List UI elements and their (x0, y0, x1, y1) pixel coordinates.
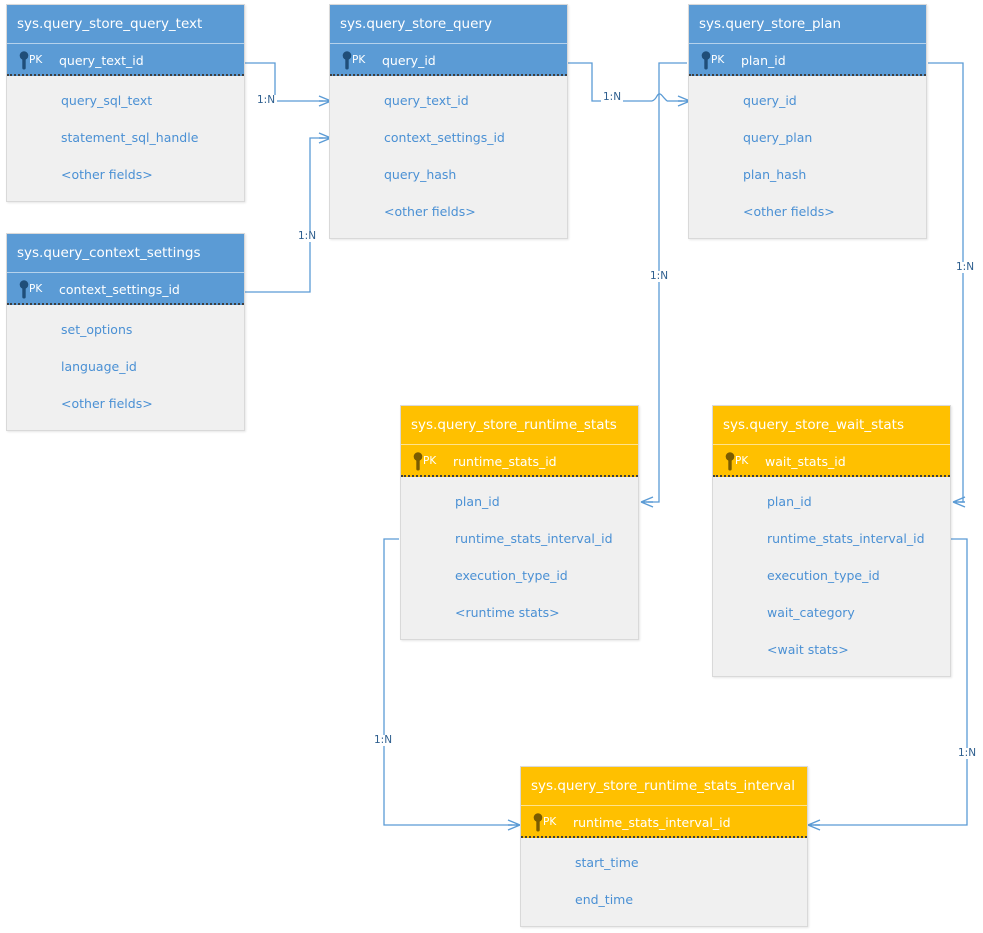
connector-runtime-stats-to-interval (383, 538, 521, 831)
primary-key-row[interactable]: PK runtime_stats_id (401, 444, 638, 477)
field-row: start_time (575, 855, 639, 870)
cardinality-wait-stats-to-interval: 1:N (956, 747, 979, 759)
pk-label: PK (543, 816, 557, 828)
field-list: set_options language_id <other fields> (7, 305, 244, 430)
field-row: runtime_stats_interval_id (455, 531, 613, 546)
primary-key-row[interactable]: PK query_id (330, 43, 567, 76)
field-row: execution_type_id (455, 568, 568, 583)
key-icon (19, 280, 29, 299)
field-row: wait_category (767, 605, 855, 620)
field-row: query_text_id (384, 93, 469, 108)
pk-label: PK (29, 54, 43, 66)
key-icon (342, 51, 352, 70)
field-row: <other fields> (61, 396, 153, 411)
field-row: query_sql_text (61, 93, 153, 108)
field-row: query_plan (743, 130, 813, 145)
entity-title: sys.query_store_query_text (7, 5, 244, 43)
connector-query-text-to-query (245, 62, 332, 107)
field-list: plan_id runtime_stats_interval_id execut… (401, 477, 638, 639)
field-row: query_id (743, 93, 797, 108)
field-row: query_hash (384, 167, 457, 182)
primary-key-row[interactable]: PK runtime_stats_interval_id (521, 805, 807, 838)
key-icon (19, 51, 29, 70)
entity-query-store-runtime-stats[interactable]: sys.query_store_runtime_stats PK runtime… (400, 405, 639, 640)
pk-label: PK (352, 54, 366, 66)
field-row: plan_hash (743, 167, 807, 182)
entity-query-store-runtime-stats-interval[interactable]: sys.query_store_runtime_stats_interval P… (520, 766, 808, 927)
entity-query-store-wait-stats[interactable]: sys.query_store_wait_stats PK wait_stats… (712, 405, 951, 677)
pk-field-name: context_settings_id (59, 282, 180, 297)
field-list: query_sql_text statement_sql_handle <oth… (7, 76, 244, 201)
pk-label: PK (29, 283, 43, 295)
key-icon (413, 452, 423, 471)
primary-key-row[interactable]: PK wait_stats_id (713, 444, 950, 477)
field-row: <wait stats> (767, 642, 849, 657)
key-icon (725, 452, 735, 471)
field-row: set_options (61, 322, 133, 337)
field-list: query_text_id context_settings_id query_… (330, 76, 567, 238)
pk-field-name: runtime_stats_interval_id (573, 815, 731, 830)
connector-wait-stats-to-interval (807, 538, 968, 831)
pk-field-name: plan_id (741, 53, 786, 68)
primary-key-row[interactable]: PK query_text_id (7, 43, 244, 76)
field-row: <other fields> (384, 204, 476, 219)
primary-key-row[interactable]: PK plan_id (689, 43, 926, 76)
entity-title: sys.query_store_runtime_stats (401, 406, 638, 444)
cardinality-plan-to-runtime-stats: 1:N (648, 270, 671, 282)
connector-context-settings-to-query (245, 132, 332, 293)
field-row: execution_type_id (767, 568, 880, 583)
field-row: statement_sql_handle (61, 130, 199, 145)
key-icon (533, 813, 543, 832)
field-row: plan_id (767, 494, 812, 509)
entity-title: sys.query_store_runtime_stats_interval (521, 767, 807, 805)
entity-query-store-query-text[interactable]: sys.query_store_query_text PK query_text… (6, 4, 245, 202)
field-row: end_time (575, 892, 634, 907)
pk-label: PK (423, 455, 437, 467)
cardinality-query-to-plan: 1:N (601, 91, 624, 103)
cardinality-context-settings-to-query: 1:N (296, 230, 319, 242)
entity-title: sys.query_store_wait_stats (713, 406, 950, 444)
key-icon (701, 51, 711, 70)
cardinality-runtime-stats-to-interval: 1:N (372, 734, 395, 746)
entity-title: sys.query_store_plan (689, 5, 926, 43)
entity-query-context-settings[interactable]: sys.query_context_settings PK context_se… (6, 233, 245, 431)
field-list: query_id query_plan plan_hash <other fie… (689, 76, 926, 238)
entity-title: sys.query_context_settings (7, 234, 244, 272)
connector-query-to-plan (568, 62, 691, 107)
field-row: plan_id (455, 494, 500, 509)
field-row: runtime_stats_interval_id (767, 531, 925, 546)
cardinality-plan-to-wait-stats: 1:N (954, 261, 977, 273)
pk-field-name: query_id (382, 53, 436, 68)
field-row: language_id (61, 359, 137, 374)
entity-title: sys.query_store_query (330, 5, 567, 43)
field-row: <runtime stats> (455, 605, 560, 620)
connector-plan-to-runtime-stats (640, 62, 687, 508)
pk-label: PK (711, 54, 725, 66)
entity-query-store-plan[interactable]: sys.query_store_plan PK plan_id query_id… (688, 4, 927, 239)
field-list: start_time end_time (521, 838, 807, 926)
field-row: <other fields> (743, 204, 835, 219)
pk-label: PK (735, 455, 749, 467)
pk-field-name: query_text_id (59, 53, 144, 68)
field-row: <other fields> (61, 167, 153, 182)
cardinality-query-text-to-query: 1:N (255, 94, 278, 106)
connector-plan-to-wait-stats (928, 62, 966, 508)
field-row: context_settings_id (384, 130, 505, 145)
field-list: plan_id runtime_stats_interval_id execut… (713, 477, 950, 676)
pk-field-name: wait_stats_id (765, 454, 846, 469)
primary-key-row[interactable]: PK context_settings_id (7, 272, 244, 305)
pk-field-name: runtime_stats_id (453, 454, 557, 469)
entity-query-store-query[interactable]: sys.query_store_query PK query_id query_… (329, 4, 568, 239)
